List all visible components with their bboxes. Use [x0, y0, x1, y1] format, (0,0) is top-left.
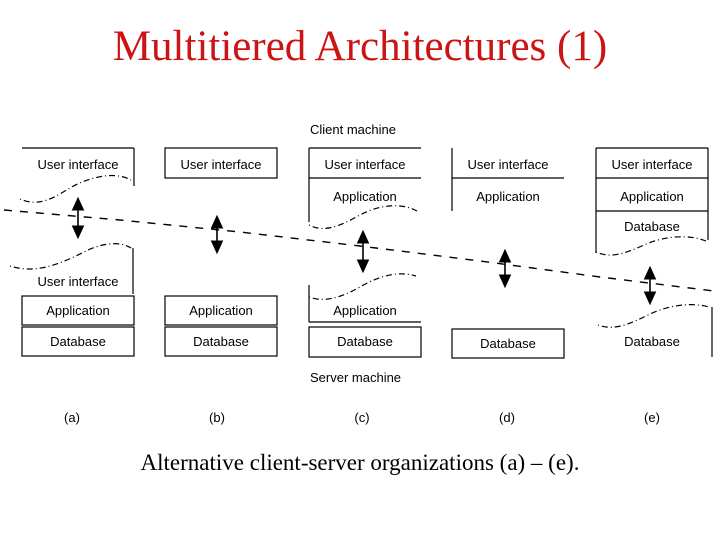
client-server-boundary-line [3, 209, 715, 292]
column-label-a: (a) [64, 410, 80, 425]
tier-label-e-client-app: Application [620, 189, 684, 204]
torn-edge [308, 205, 418, 229]
torn-edge [595, 236, 707, 256]
tier-box-border-b-client [164, 147, 278, 179]
tier-label-d-client-app: Application [476, 189, 540, 204]
client-machine-label: Client machine [310, 122, 396, 137]
tier-box-border-b-server [164, 295, 278, 357]
sync-arrow-icon [71, 196, 85, 240]
slide-title: Multitiered Architectures (1) [112, 23, 608, 70]
tier-label-a-server-ui: User interface [37, 274, 119, 289]
tier-label-b-client-ui: User interface [180, 157, 262, 172]
tier-label-e-client-db: Database [624, 219, 680, 234]
torn-edge [308, 273, 417, 300]
tier-label-c-server-db: Database [337, 334, 393, 349]
tier-label-c-server-app: Application [333, 303, 397, 318]
tier-box-border-a-client [19, 147, 135, 203]
tier-box-border-e-client [595, 147, 709, 256]
torn-edge [9, 243, 132, 270]
tier-label-a-server-db: Database [50, 334, 106, 349]
tier-label-b-server-db: Database [193, 334, 249, 349]
torn-edge [19, 174, 132, 203]
tier-box-border-e-server [597, 304, 713, 357]
tier-label-a-server-app: Application [46, 303, 110, 318]
figure-caption: Alternative client-server organizations … [140, 450, 580, 475]
tier-box-border-d-client [451, 148, 564, 211]
server-machine-label: Server machine [310, 370, 402, 385]
tier-label-d-server-db: Database [480, 336, 536, 351]
sync-arrow-icon [498, 248, 512, 289]
sync-arrow-icon [210, 214, 224, 255]
tier-label-a-client-ui: User interface [37, 157, 119, 172]
tier-label-c-client-app: Application [333, 189, 397, 204]
column-label-e: (e) [644, 410, 660, 425]
tier-box-border-a-server [9, 243, 135, 357]
tier-label-e-client-ui: User interface [611, 157, 693, 172]
tier-label-d-client-ui: User interface [467, 157, 549, 172]
torn-edge [597, 304, 710, 328]
column-label-c: (c) [354, 410, 370, 425]
tier-box-border-c-client [308, 147, 421, 229]
sync-arrow-icon [643, 265, 657, 306]
column-label-b: (b) [209, 410, 225, 425]
tier-box-border-c-server [308, 273, 422, 358]
column-label-d: (d) [499, 410, 515, 425]
tier-label-b-server-app: Application [189, 303, 253, 318]
tier-box-border-d-server [451, 328, 565, 359]
sync-arrow-icon [356, 229, 370, 274]
tier-label-c-client-ui: User interface [324, 157, 406, 172]
tier-label-e-server-db: Database [624, 334, 680, 349]
